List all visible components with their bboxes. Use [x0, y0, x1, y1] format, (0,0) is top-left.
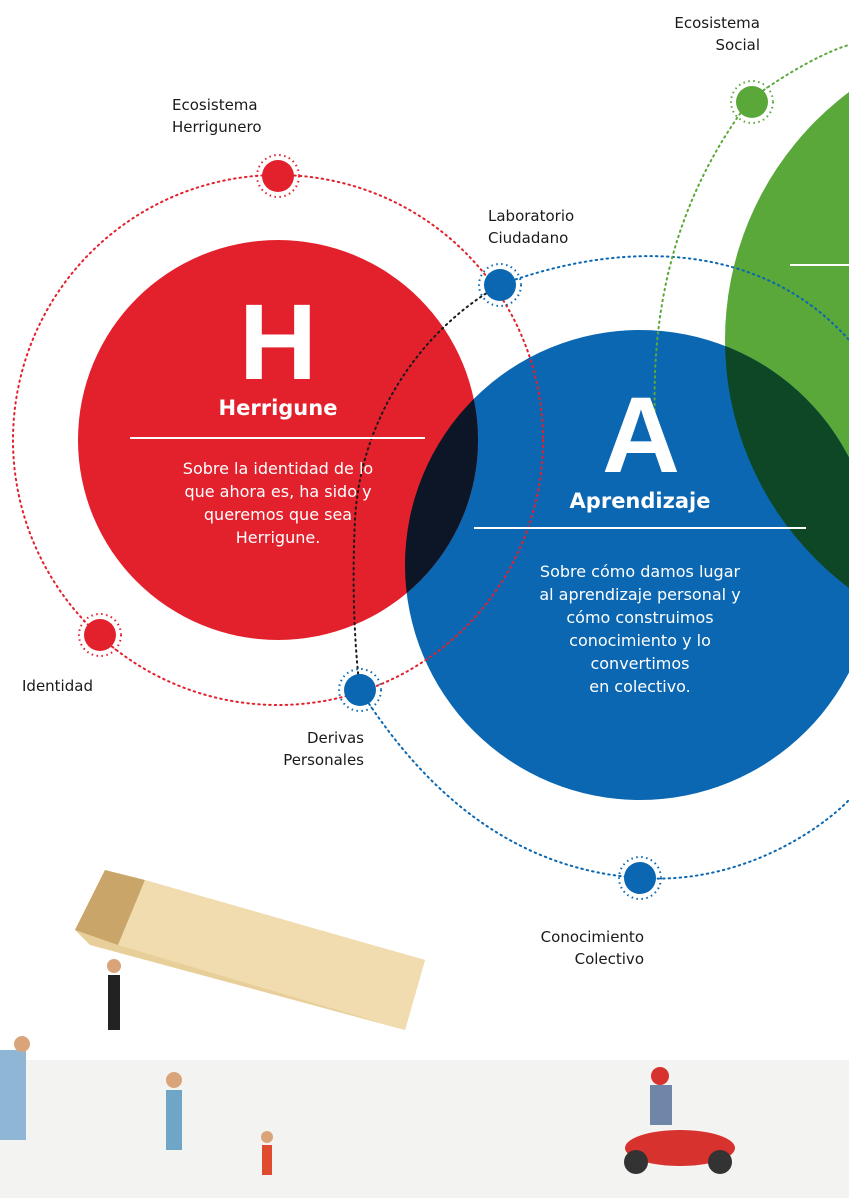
ring-identidad	[78, 613, 122, 657]
wooden-block-end	[75, 870, 145, 945]
photo-miniatures	[0, 870, 735, 1175]
herrigune-description: Sobre la identidad de lo que ahora es, h…	[128, 457, 428, 549]
herrigune-description-line: queremos que sea	[203, 505, 353, 524]
label-ecosistema-herrigunero: Ecosistema Herrigunero	[172, 94, 332, 138]
herrigune-description-line: Sobre la identidad de lo	[182, 459, 374, 478]
label-derivas-personales: Derivas Personales	[214, 727, 364, 771]
aprendizaje-description-line: cómo construimos	[566, 608, 714, 627]
aprendizaje-description-line: al aprendizaje personal y	[539, 585, 741, 604]
dot-ecosistema-herrigunero	[262, 160, 294, 192]
photo-floor	[0, 1060, 849, 1198]
red-circle	[78, 240, 478, 640]
aprendizaje-rule	[474, 527, 806, 529]
dark-orbit-left	[352, 284, 501, 691]
aprendizaje-letter: A	[602, 374, 680, 495]
figure-left	[0, 1050, 26, 1140]
label-line: Herrigunero	[172, 118, 262, 136]
aprendizaje-description-line: convertimos	[590, 654, 690, 673]
herrigune-description-line: Herrigune.	[235, 528, 321, 547]
dot-derivas-personales	[344, 674, 376, 706]
blue-orbit-top	[499, 255, 849, 341]
herrigune-title: Herrigune	[218, 396, 338, 420]
label-laboratorio-ciudadano: Laboratorio Ciudadano	[488, 205, 648, 249]
green-orbit-right	[749, 44, 849, 101]
label-line: Ecosistema	[172, 96, 258, 114]
label-line: Ecosistema	[674, 14, 760, 32]
figure-pushing	[108, 975, 120, 1030]
dot-laboratorio-ciudadano	[484, 269, 516, 301]
figure-child	[262, 1145, 272, 1175]
dot-conocimiento-colectivo	[624, 862, 656, 894]
label-line: Social	[715, 36, 760, 54]
label-line: Laboratorio	[488, 207, 575, 225]
scooter-body	[625, 1130, 735, 1166]
ring-conocimiento-colectivo	[618, 856, 662, 900]
herrigune-letter: H	[239, 281, 317, 402]
node-dots	[78, 80, 774, 900]
label-line: Identidad	[22, 677, 93, 695]
aprendizaje-description-line: Sobre cómo damos lugar	[539, 562, 741, 581]
overlap-blue-green	[725, 330, 849, 650]
ring-ecosistema-herrigunero	[256, 154, 300, 198]
scooter-wheel-front	[708, 1150, 732, 1174]
aprendizaje-description-line: conocimiento y lo	[569, 631, 711, 650]
figure-adult-head	[166, 1072, 182, 1088]
label-identidad: Identidad	[22, 675, 162, 697]
label-line: Colectivo	[574, 950, 644, 968]
ring-laboratorio-ciudadano	[478, 263, 522, 307]
figure-pushing-head	[107, 959, 121, 973]
label-ecosistema-social: Ecosistema Social	[600, 12, 760, 56]
blue-orbit-bottom	[359, 689, 849, 880]
label-line: Conocimiento	[540, 928, 644, 946]
label-line: Personales	[283, 751, 364, 769]
aprendizaje-title: Aprendizaje	[569, 489, 711, 513]
scooter-rider	[650, 1085, 672, 1125]
herrigune-description-line: que ahora es, ha sido y	[184, 482, 372, 501]
dot-identidad	[84, 619, 116, 651]
scooter-rider-helmet	[651, 1067, 669, 1085]
ring-ecosistema-social	[730, 80, 774, 124]
blue-circle	[405, 330, 849, 800]
figure-child-head	[261, 1131, 273, 1143]
label-line: Derivas	[307, 729, 364, 747]
green-orbit	[653, 99, 751, 421]
figure-adult	[166, 1090, 182, 1150]
label-conocimiento-colectivo: Conocimiento Colectivo	[484, 926, 644, 970]
scooter-wheel-back	[624, 1150, 648, 1174]
figure-left-head	[14, 1036, 30, 1052]
label-line: Ciudadano	[488, 229, 569, 247]
aprendizaje-description-line: en colectivo.	[589, 677, 691, 696]
dot-ecosistema-social	[736, 86, 768, 118]
ring-derivas-personales	[338, 668, 382, 712]
herrigune-rule	[130, 437, 425, 439]
aprendizaje-description: Sobre cómo damos lugar al aprendizaje pe…	[490, 560, 790, 698]
wooden-block-face	[118, 880, 425, 1030]
